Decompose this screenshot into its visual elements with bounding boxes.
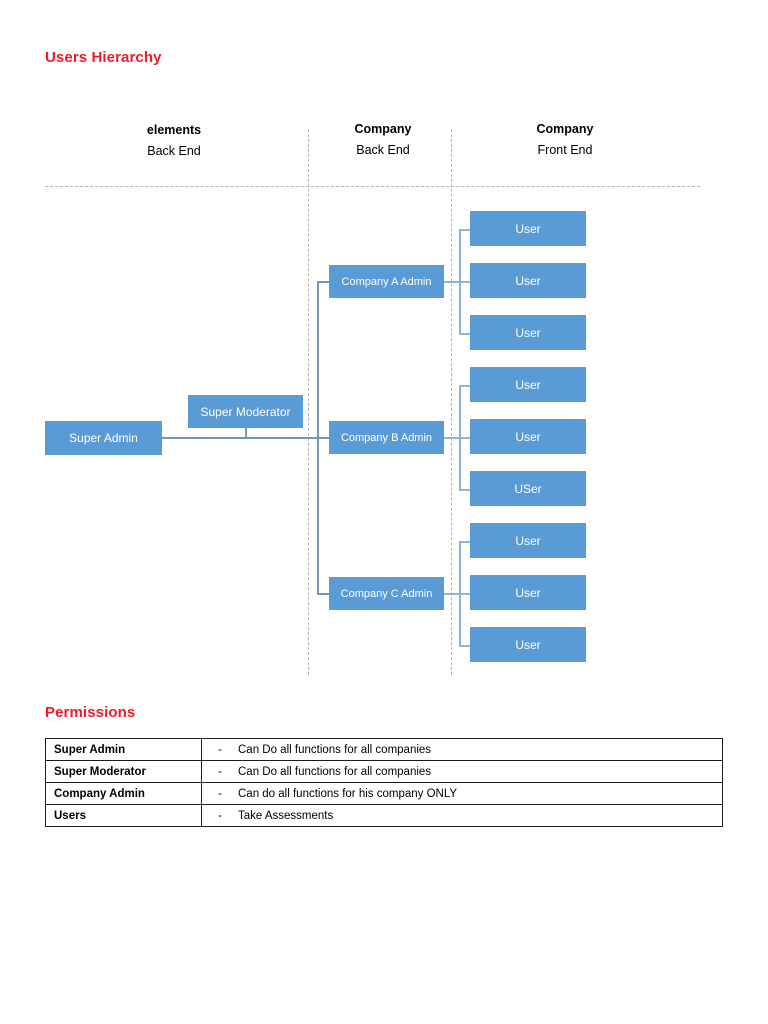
bullet-dash: -	[218, 809, 222, 822]
column-header-company-front-end: Company Front End	[485, 119, 645, 161]
column-header-line2: Back End	[356, 143, 410, 157]
connector-company-c-stub	[317, 593, 329, 595]
column-header-line1: Company	[354, 122, 412, 136]
users-hierarchy-diagram: elements Back End Company Back End Compa…	[45, 119, 700, 675]
horizontal-divider	[45, 186, 700, 187]
permission-role: Super Admin	[45, 738, 202, 761]
vertical-divider-2	[451, 129, 452, 675]
connector-users-b-trunk	[459, 385, 461, 490]
node-user-1[interactable]: User	[470, 211, 586, 246]
connector-company-b-to-users	[444, 437, 470, 439]
connector-user-a3-stub	[459, 333, 470, 335]
connector-company-a-to-users	[444, 281, 470, 283]
connector-super-admin-to-company-trunk	[162, 437, 329, 439]
page-title-users-hierarchy: Users Hierarchy	[45, 49, 162, 66]
permission-description: Can do all functions for his company ONL…	[238, 787, 458, 800]
column-header-line1: elements	[146, 123, 202, 137]
column-header-line1: Company	[536, 122, 594, 136]
bullet-dash: -	[218, 743, 222, 756]
connector-user-b1-stub	[459, 385, 470, 387]
node-company-c-admin[interactable]: Company C Admin	[329, 577, 444, 610]
node-super-moderator[interactable]: Super Moderator	[188, 395, 303, 428]
node-user-8[interactable]: User	[470, 575, 586, 610]
connector-users-c-trunk	[459, 541, 461, 646]
node-user-7[interactable]: User	[470, 523, 586, 558]
permission-role: Super Moderator	[45, 760, 202, 783]
column-header-company-back-end: Company Back End	[303, 119, 463, 161]
table-row: Users - Take Assessments	[45, 804, 723, 827]
permission-description-cell: - Take Assessments	[201, 804, 723, 827]
permission-description-cell: - Can Do all functions for all companies	[201, 760, 723, 783]
table-row: Company Admin - Can do all functions for…	[45, 782, 723, 805]
bullet-dash: -	[218, 787, 222, 800]
permissions-table: Super Admin - Can Do all functions for a…	[45, 738, 723, 827]
table-row: Super Moderator - Can Do all functions f…	[45, 760, 723, 783]
connector-users-a-trunk	[459, 229, 461, 334]
column-header-line2: Front End	[537, 143, 593, 157]
permission-description: Can Do all functions for all companies	[238, 765, 432, 778]
connector-super-moderator-stub	[245, 428, 247, 438]
node-user-4[interactable]: User	[470, 367, 586, 402]
node-company-a-admin[interactable]: Company A Admin	[329, 265, 444, 298]
connector-user-a1-stub	[459, 229, 470, 231]
table-row: Super Admin - Can Do all functions for a…	[45, 738, 723, 761]
permission-description: Can Do all functions for all companies	[238, 743, 432, 756]
permission-role: Users	[45, 804, 202, 827]
permission-description-cell: - Can Do all functions for all companies	[201, 738, 723, 761]
node-super-admin[interactable]: Super Admin	[45, 421, 162, 455]
node-user-2[interactable]: User	[470, 263, 586, 298]
permission-description-cell: - Can do all functions for his company O…	[201, 782, 723, 805]
connector-company-c-to-users	[444, 593, 470, 595]
vertical-divider-1	[308, 129, 309, 675]
node-company-b-admin[interactable]: Company B Admin	[329, 421, 444, 454]
permission-description: Take Assessments	[238, 809, 334, 822]
section-title-permissions: Permissions	[45, 704, 136, 721]
connector-user-c3-stub	[459, 645, 470, 647]
node-user-6[interactable]: USer	[470, 471, 586, 506]
node-user-9[interactable]: User	[470, 627, 586, 662]
node-user-3[interactable]: User	[470, 315, 586, 350]
connector-user-b3-stub	[459, 489, 470, 491]
connector-company-b-stub	[317, 437, 329, 439]
connector-user-c1-stub	[459, 541, 470, 543]
bullet-dash: -	[218, 765, 222, 778]
column-header-line2: Back End	[147, 144, 201, 158]
permission-role: Company Admin	[45, 782, 202, 805]
node-user-5[interactable]: User	[470, 419, 586, 454]
connector-company-a-stub	[317, 281, 329, 283]
column-header-elements-back-end: elements Back End	[94, 120, 254, 162]
